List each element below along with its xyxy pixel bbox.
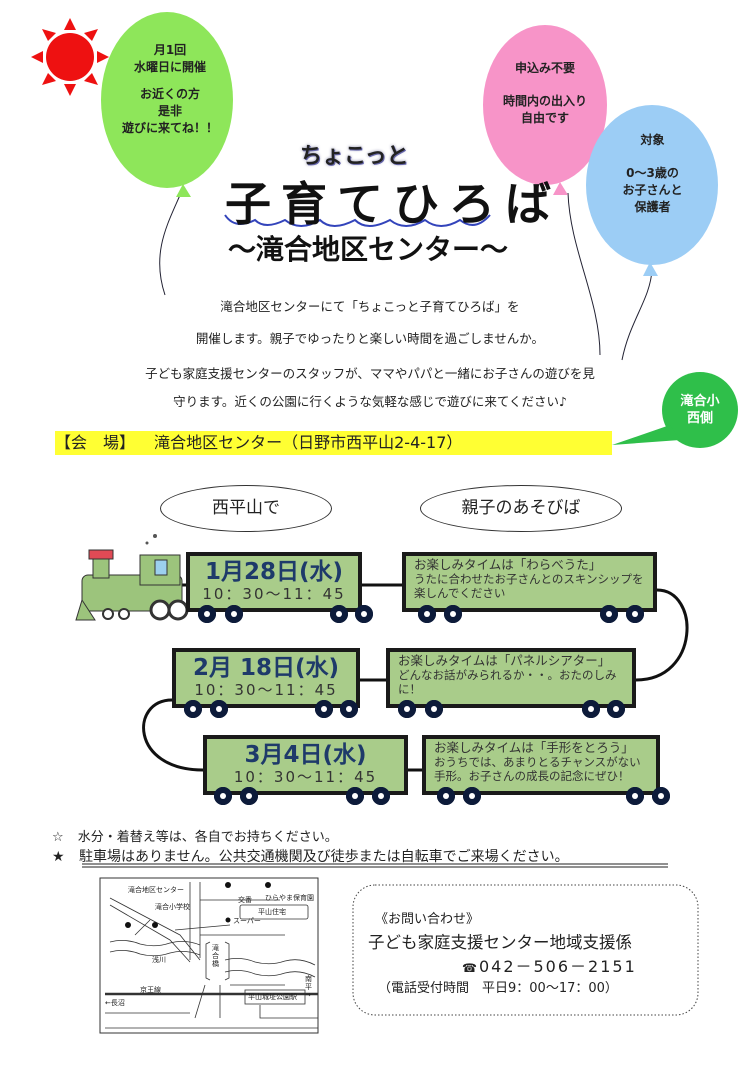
note-2: ★ 駐車場はありません。公共交通機関及び徒歩または自転車でご来場ください。 [52,846,569,866]
session-desc: どんなお話がみられるか・・。おたのしみに！ [398,668,617,696]
intro-line: 滝合地区センターにて「ちょこっと子育てひろば」を [220,299,520,314]
contact-hours: （電話受付時間 平日9：00～17：00） [378,981,618,996]
note-text: 水分・着替え等は、各自でお持ちください。 [77,830,338,845]
session-date-car: 3月4日(水) 10：30～11：45 [203,735,408,795]
venue-label: 【会 場】 [55,433,136,452]
train-engine-icon [75,549,189,621]
session-desc: うたに合わせたお子さんとのスキンシップを楽しんでください [414,572,644,600]
pink-balloon [483,25,607,185]
map-label: 浅川 [152,956,166,964]
balloon-text: 自由です [520,111,569,125]
balloon-text: 0～3歳の [626,166,679,180]
map-label: 滝合地区センター [128,886,184,894]
contact-org: 子ども家庭支援センター地域支援係 [368,933,632,952]
session-event-car: お楽しみタイムは「手形をとろう」おうちでは、あまりとるチャンスがない手形。お子さ… [422,735,660,795]
venue-bubble-text: 滝合小 西側 [660,393,740,427]
session-date-car: 2月 18日(水) 10：30～11：45 [172,648,360,708]
balloon-text: 対象 [640,133,665,147]
note-text: 駐車場はありません。公共交通機関及び徒歩または自転車でご来場ください。 [79,849,569,865]
title-loops [224,214,491,227]
note-1: ☆ 水分・着替え等は、各自でお持ちください。 [52,826,338,845]
map-label: ←長沼 [105,999,125,1007]
sun-icon [31,18,109,96]
session-date-car: 1月28日(水) 10：30～11：45 [186,552,362,612]
map-label: 平山住宅 [258,908,286,916]
map-label: スーパー [233,917,261,925]
cloud-right: 親子のあそびば [420,485,622,532]
session-time: 10：30～11：45 [194,681,338,699]
session-time: 10：30～11：45 [233,768,378,786]
blue-balloon [586,105,718,265]
venue-address: 滝合地区センター（日野市西平山2-4-17） [154,433,463,452]
star-filled-icon: ★ [52,849,65,865]
balloon-text: 時間内の出入り [502,94,587,108]
session-date: 2月 18日(水) [192,655,340,681]
session-event-car: お楽しみタイムは「パネルシアター」どんなお話がみられるか・・。おたのしみに！ [386,648,636,708]
map-label: 交番 [238,896,252,904]
map-label: 滝合橋 [212,944,219,968]
map-label: ひらやま保育園 [265,894,314,902]
intro-line: 守ります。近くの公園に行くような気軽な感じで遊びに来てください♪ [173,394,567,409]
star-outline-icon: ☆ [52,830,64,845]
balloon-text: 水曜日に開催 [133,60,206,74]
map-label: 京王線 [140,986,161,994]
balloon-text: 遊びに来てね！！ [121,121,218,135]
map [99,877,319,1034]
venue-bubble [662,372,738,448]
thought-dots [145,534,157,545]
session-date: 3月4日(水) [244,742,367,768]
session-time: 10：30～11：45 [202,585,346,603]
map-label: 平山城址公園駅 [248,993,297,1001]
bubble-text: 滝合小 [680,394,720,409]
page-subtitle: ～滝合地区センター～ [228,233,509,266]
contact-box [352,884,699,1016]
session-desc: おうちでは、あまりとるチャンスがない手形。お子さんの成長の記念にぜひ！ [434,755,641,783]
session-title: お楽しみタイムは「パネルシアター」 [398,653,611,668]
balloon-pink-text: 申込み不要 時間内の出入り 自由です [485,60,605,127]
balloon-text: 申込み不要 [514,61,575,75]
phone-icon: ☎ [462,961,479,975]
intro-line: 開催します。親子でゆったりと楽しい時間を過ごしませんか。 [195,331,545,346]
session-date: 1月28日(水) [204,559,344,585]
venue-bar: 【会 場】 滝合地区センター（日野市西平山2-4-17） [55,431,612,455]
green-balloon [101,12,233,188]
cloud-left: 西平山で [160,485,332,532]
balloon-green-text: 月1回 水曜日に開催 お近くの方 是非 遊びに来てね！！ [105,42,235,137]
title-small: ちょこっと [300,144,409,169]
intro-line: 子ども家庭支援センターのスタッフが、ママやパパと一緒にお子さんの遊びを見 [145,366,595,381]
balloon-text: お子さんと [622,183,683,197]
contact-phone: ☎042－506－2151 [462,953,637,977]
contact-heading: 《お問い合わせ》 [375,912,480,927]
page-title: 子育てひろば [225,177,561,231]
balloon-text: 月1回 [153,43,187,57]
session-event-car: お楽しみタイムは「わらべうた」うたに合わせたお子さんとのスキンシップを楽しんでく… [402,552,657,612]
map-label: 滝合小学校 [155,903,190,911]
session-title: お楽しみタイムは「手形をとろう」 [434,740,634,755]
balloon-text: お近くの方 [139,87,200,101]
bubble-text: 西側 [686,411,713,426]
balloon-blue-text: 対象 0～3歳の お子さんと 保護者 [590,132,715,216]
session-title: お楽しみタイムは「わらべうた」 [414,557,602,572]
map-label: 南平→ [305,975,312,999]
balloon-text: 保護者 [634,200,671,214]
phone-number[interactable]: 042－506－2151 [478,957,637,976]
balloon-text: 是非 [157,104,182,118]
